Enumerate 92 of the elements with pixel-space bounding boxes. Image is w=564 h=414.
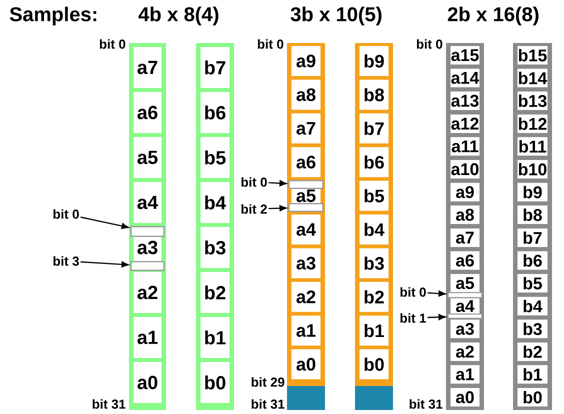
bit-label: bit 0 <box>242 177 267 187</box>
sample-cell: a0 <box>292 349 320 380</box>
bit-marker <box>288 180 324 189</box>
bit-label: bit 31 <box>92 399 126 409</box>
sample-cell: b0 <box>200 362 230 403</box>
sample-cell: a9 <box>292 46 320 76</box>
arrow <box>80 261 129 268</box>
sample-cell: a7 <box>134 47 162 88</box>
sample-cell: b1 <box>360 316 388 346</box>
sample-cell: b3 <box>200 227 230 268</box>
sample-cell: a10 <box>450 160 480 178</box>
sample-cell: a3 <box>292 248 320 278</box>
sample-cell: b9 <box>360 46 388 76</box>
bit-label: bit 0 <box>100 39 126 49</box>
sample-cell: b1 <box>200 317 230 358</box>
heading-label: 4b x 8(4) <box>138 6 218 26</box>
arrow <box>268 205 287 212</box>
node-label: a4 <box>456 300 474 312</box>
sample-cell: a15 <box>450 46 480 64</box>
sample-cell: a8 <box>450 206 480 224</box>
sample-cell: a6 <box>292 147 320 178</box>
sample-cell: a6 <box>134 92 162 133</box>
heading-label: Samples: <box>10 6 96 26</box>
sample-cell: a9 <box>450 182 480 202</box>
bit-label: bit 31 <box>410 399 442 409</box>
sample-cell: b9 <box>518 182 548 202</box>
sample-cell: a4 <box>134 182 162 223</box>
bit-marker <box>130 260 164 271</box>
sample-cell: b6 <box>360 147 388 178</box>
bit-marker <box>448 292 482 298</box>
bit-label: bit 3 <box>54 256 79 266</box>
sample-cell: b7 <box>200 47 230 88</box>
sample-cell: a1 <box>292 316 320 346</box>
sample-cell: b8 <box>518 206 548 224</box>
sample-cell: a13 <box>450 92 480 110</box>
sample-cell: b8 <box>360 80 388 110</box>
sample-cell: b2 <box>360 282 388 312</box>
arrow <box>268 180 287 186</box>
sample-cell: a0 <box>134 362 162 403</box>
bit-marker <box>288 203 324 212</box>
arrow <box>80 216 129 230</box>
sample-cell: b14 <box>518 68 548 88</box>
sample-cell: a11 <box>450 137 480 156</box>
sample-cell: a7 <box>450 228 480 247</box>
sample-cell: b4 <box>200 182 230 223</box>
sample-cell: a8 <box>292 80 320 110</box>
sample-cell: b6 <box>200 92 230 133</box>
sample-cell: a12 <box>450 114 480 133</box>
bit-marker <box>130 226 164 237</box>
sample-cell: b6 <box>518 251 548 270</box>
sample-cell: b5 <box>360 180 388 211</box>
sample-cell: b2 <box>200 272 230 313</box>
sample-cell: b0 <box>360 349 388 380</box>
sample-cell: b5 <box>200 137 230 178</box>
bit-marker <box>448 313 482 319</box>
sample-cell: b3 <box>518 320 548 338</box>
sample-cell: b2 <box>518 342 548 361</box>
sample-cell: b4 <box>360 214 388 244</box>
sample-cell: b13 <box>518 92 548 110</box>
sample-cell: b5 <box>518 274 548 292</box>
bit-label: bit 2 <box>242 204 267 214</box>
heading-label: 3b x 10(5) <box>290 6 382 26</box>
sample-cell: a1 <box>450 365 480 384</box>
arrow <box>428 314 446 320</box>
sample-cell: b3 <box>360 248 388 278</box>
arrow <box>428 290 446 297</box>
sample-cell: b0 <box>518 388 548 406</box>
sample-cell: a2 <box>450 342 480 361</box>
bit-label: bit 0 <box>258 39 284 49</box>
sample-cell: b7 <box>360 113 388 144</box>
bit-label: bit 0 <box>416 39 442 49</box>
bit-label: bit 1 <box>400 313 426 323</box>
bit-label: bit 31 <box>252 399 284 409</box>
sample-cell: b12 <box>518 114 548 133</box>
sample-cell: b10 <box>518 160 548 178</box>
sample-cell: b15 <box>518 46 548 64</box>
sample-cell: b4 <box>518 296 548 316</box>
sample-cell: a7 <box>292 113 320 144</box>
sample-cell: a1 <box>134 317 162 358</box>
sample-cell: b7 <box>518 228 548 247</box>
sample-cell: a14 <box>450 68 480 88</box>
bit-label: bit 29 <box>252 377 284 387</box>
sample-cell: a6 <box>450 251 480 270</box>
sample-cell: b1 <box>518 365 548 384</box>
heading-label: 2b x 16(8) <box>448 6 538 26</box>
sample-cell: a5 <box>134 137 162 178</box>
sample-cell: a0 <box>450 388 480 406</box>
sample-cell: b11 <box>518 137 548 156</box>
sample-cell: a4 <box>292 214 320 244</box>
bit-label: bit 0 <box>54 209 79 219</box>
sample-cell: a2 <box>292 282 320 312</box>
bit-label: bit 0 <box>400 287 426 297</box>
